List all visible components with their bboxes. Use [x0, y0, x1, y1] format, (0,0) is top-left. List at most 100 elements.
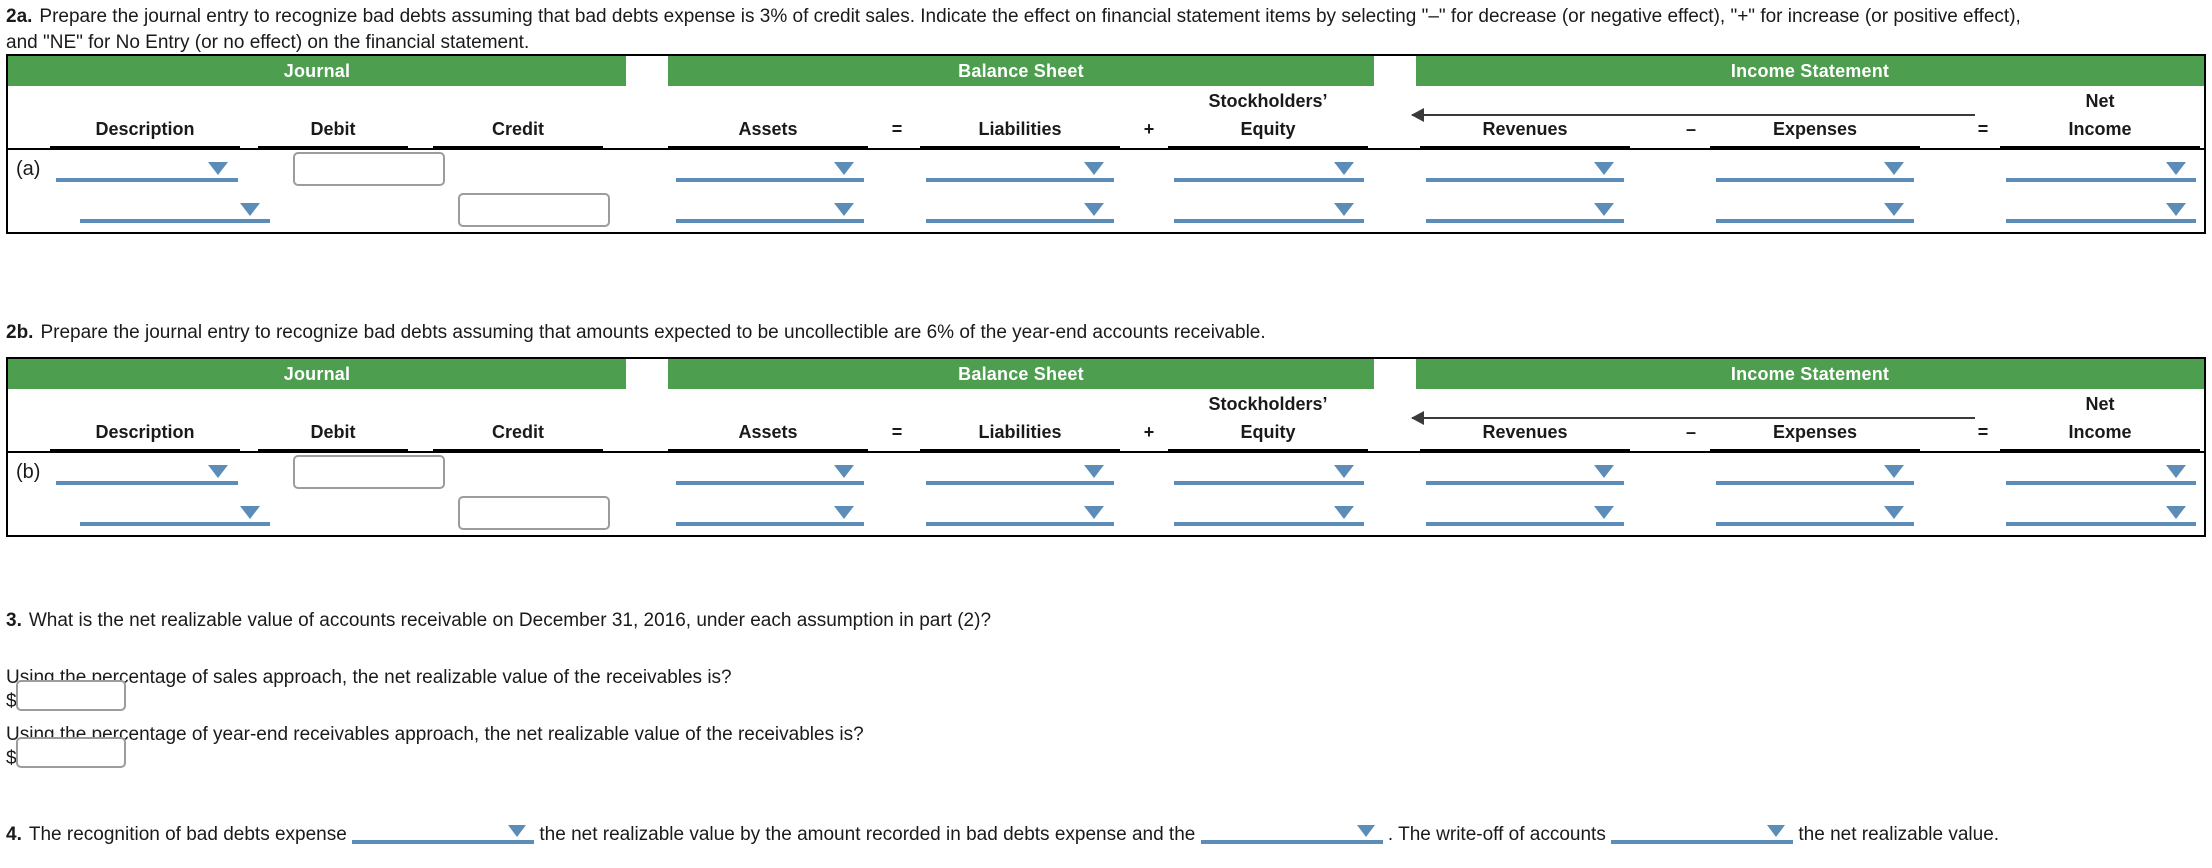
- dropdown-2a-r2-expenses[interactable]: [1716, 197, 1914, 223]
- dropdown-2b-r1-liabilities[interactable]: [926, 459, 1114, 485]
- dropdown-2a-r1-description[interactable]: [56, 156, 238, 182]
- question-2a-prompt: 2a. Prepare the journal entry to recogniz…: [6, 4, 2021, 30]
- chevron-down-icon: [1334, 162, 1354, 175]
- question-4-segment-1: The recognition of bad debts expense: [28, 824, 347, 845]
- chevron-down-icon: [1884, 506, 1904, 519]
- question-4-segment-4: the net realizable value.: [1798, 824, 2000, 845]
- col-net-income-2a: Net Income: [2000, 91, 2200, 140]
- dropdown-2b-r2-description[interactable]: [80, 500, 270, 526]
- question-4-segment-3: . The write-off of accounts: [1387, 824, 1606, 845]
- col-stockholders-label-2a: Stockholders’: [1208, 91, 1328, 111]
- input-2a-r1-debit[interactable]: [293, 152, 445, 186]
- chevron-down-icon: [1356, 825, 1375, 837]
- question-2b-line1: Prepare the journal entry to recognize b…: [40, 322, 1266, 343]
- dropdown-2b-r1-net-income[interactable]: [2006, 459, 2196, 485]
- dropdown-2a-r2-revenues[interactable]: [1426, 197, 1624, 223]
- input-3a-net-realizable-value[interactable]: [16, 680, 126, 711]
- col-stockholders-label-2b: Stockholders’: [1208, 394, 1328, 414]
- chevron-down-icon: [1594, 465, 1614, 478]
- col-debit-2b: Debit: [310, 422, 356, 442]
- chevron-down-icon: [834, 162, 854, 175]
- table-row-2b-1: (b): [8, 453, 2204, 494]
- dropdown-2a-r1-equity[interactable]: [1174, 156, 1364, 182]
- chevron-down-icon: [1084, 203, 1104, 216]
- input-2a-r2-credit[interactable]: [458, 193, 610, 227]
- dropdown-2b-r1-equity[interactable]: [1174, 459, 1364, 485]
- input-2b-r2-credit[interactable]: [458, 496, 610, 530]
- input-3b-net-realizable-value[interactable]: [16, 737, 126, 768]
- chevron-down-icon: [2166, 162, 2186, 175]
- dropdown-2b-r2-assets[interactable]: [676, 500, 864, 526]
- col-rule-assets-2a: [668, 146, 868, 148]
- col-equity-label-2a: Equity: [1240, 119, 1296, 139]
- col-credit-2b: Credit: [491, 422, 544, 442]
- col-description-2a: Description: [95, 119, 195, 139]
- question-2a-line2: and "NE" for No Entry (or no effect) on …: [6, 32, 530, 53]
- operator-minus-is-2a: –: [1685, 119, 1696, 139]
- band-income-statement-2a: Income Statement: [1416, 56, 2204, 86]
- col-rule-revenues-2b: [1420, 449, 1630, 451]
- dropdown-2a-r2-liabilities[interactable]: [926, 197, 1114, 223]
- dropdown-2a-r2-description[interactable]: [80, 197, 270, 223]
- chevron-down-icon: [834, 465, 854, 478]
- band-journal-2a: Journal: [8, 56, 626, 86]
- chevron-down-icon: [1084, 162, 1104, 175]
- chevron-down-icon: [1884, 203, 1904, 216]
- chevron-down-icon: [1334, 203, 1354, 216]
- dropdown-2a-r2-assets[interactable]: [676, 197, 864, 223]
- col-stockholders-equity-2a: Stockholders’ Equity: [1168, 91, 1368, 140]
- chevron-down-icon: [208, 162, 228, 175]
- dropdown-2b-r2-equity[interactable]: [1174, 500, 1364, 526]
- col-rule-revenues-2a: [1420, 146, 1630, 148]
- question-2a-number: 2a.: [6, 6, 33, 27]
- col-assets-2a: Assets: [738, 119, 798, 139]
- operator-equals-bs-2a: =: [891, 119, 903, 139]
- dropdown-2b-r2-net-income[interactable]: [2006, 500, 2196, 526]
- dropdown-2a-r2-net-income[interactable]: [2006, 197, 2196, 223]
- question-2b-prompt: 2b.Prepare the journal entry to recogniz…: [6, 320, 1266, 346]
- dropdown-4-effect-3[interactable]: [1611, 818, 1794, 844]
- chevron-down-icon: [208, 465, 228, 478]
- dropdown-2b-r2-expenses[interactable]: [1716, 500, 1914, 526]
- question-4-prompt: 4. The recognition of bad debts expense t…: [6, 818, 1999, 846]
- dropdown-2a-r1-revenues[interactable]: [1426, 156, 1624, 182]
- dropdown-2a-r1-net-income[interactable]: [2006, 156, 2196, 182]
- chevron-down-icon: [240, 506, 260, 519]
- dropdown-2a-r2-equity[interactable]: [1174, 197, 1364, 223]
- band-income-statement-2b: Income Statement: [1416, 359, 2204, 389]
- operator-equals-bs-2b: =: [891, 422, 903, 442]
- band-gap-1-2a: [626, 56, 668, 86]
- worksheet-2b-entry-rows: (b): [8, 451, 2204, 535]
- question-2a-line2-wrap: and "NE" for No Entry (or no effect) on …: [6, 30, 529, 56]
- operator-plus-bs-2b: +: [1143, 422, 1155, 442]
- col-rule-assets-2b: [668, 449, 868, 451]
- dropdown-4-effect-2[interactable]: [1200, 818, 1383, 844]
- table-row-2b-2: [8, 494, 2204, 535]
- worksheet-2a-entry-rows: (a): [8, 148, 2204, 232]
- dropdown-2b-r1-revenues[interactable]: [1426, 459, 1624, 485]
- input-2b-r1-debit[interactable]: [293, 455, 445, 489]
- dropdown-2a-r1-expenses[interactable]: [1716, 156, 1914, 182]
- table-row-2a-2: [8, 191, 2204, 232]
- dropdown-2b-r2-revenues[interactable]: [1426, 500, 1624, 526]
- net-income-flow-arrow-2a: [1411, 108, 1975, 122]
- worksheet-table-2a: Journal Balance Sheet Income Statement D…: [6, 54, 2206, 234]
- chevron-down-icon: [834, 203, 854, 216]
- question-4-number: 4.: [6, 824, 22, 845]
- operator-minus-is-2b: –: [1685, 422, 1696, 442]
- col-rule-liabilities-2a: [920, 146, 1120, 148]
- question-2a-line1: Prepare the journal entry to recognize b…: [39, 6, 2021, 27]
- chevron-down-icon: [1594, 203, 1614, 216]
- dropdown-2a-r1-liabilities[interactable]: [926, 156, 1114, 182]
- dropdown-2b-r2-liabilities[interactable]: [926, 500, 1114, 526]
- chevron-down-icon: [1334, 465, 1354, 478]
- col-net-label-2b: Net: [2085, 394, 2115, 414]
- dropdown-2b-r1-description[interactable]: [56, 459, 238, 485]
- dropdown-2b-r1-assets[interactable]: [676, 459, 864, 485]
- chevron-down-icon: [1084, 506, 1104, 519]
- dropdown-2b-r1-expenses[interactable]: [1716, 459, 1914, 485]
- dropdown-2a-r1-assets[interactable]: [676, 156, 864, 182]
- col-liabilities-2b: Liabilities: [978, 422, 1062, 442]
- col-income-label-2a: Income: [2068, 119, 2132, 139]
- dropdown-4-effect-1[interactable]: [352, 818, 535, 844]
